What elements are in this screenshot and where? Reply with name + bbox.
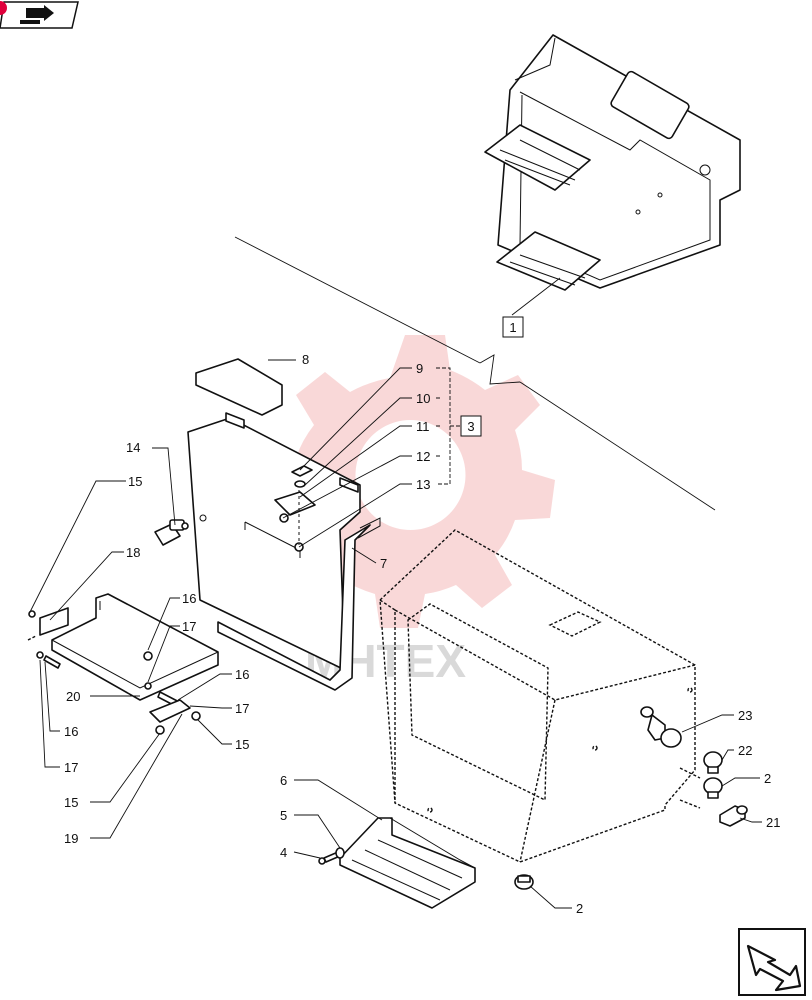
callout-12: 12 xyxy=(416,449,430,464)
step-box-assembly xyxy=(484,34,741,291)
assembly-1-label: 1 xyxy=(509,320,516,335)
callout-15c: 15 xyxy=(64,795,78,810)
assembly-3-box xyxy=(460,415,482,437)
callout-8: 8 xyxy=(302,352,309,367)
callout-17a: 17 xyxy=(182,619,196,634)
callout-7: 7 xyxy=(380,556,387,571)
fuel-tank-outline xyxy=(379,529,696,863)
callout-22: 22 xyxy=(738,743,752,758)
callout-17c: 17 xyxy=(64,760,78,775)
callout-23: 23 xyxy=(738,708,752,723)
part-23-filler-cap xyxy=(640,706,682,748)
assembly-3-label: 3 xyxy=(467,419,474,434)
part-6-step xyxy=(339,817,476,909)
section-divider xyxy=(234,236,716,511)
part-20-bracket xyxy=(28,593,219,735)
callout-9: 9 xyxy=(416,361,423,376)
page-forward-icon[interactable] xyxy=(0,1,79,29)
callout-16b: 16 xyxy=(235,667,249,682)
part-7-cover-panel xyxy=(187,412,381,691)
callout-15a: 15 xyxy=(128,474,142,489)
callout-21: 21 xyxy=(766,815,780,830)
callout-4: 4 xyxy=(280,845,287,860)
part-2-drain-plug-lower xyxy=(514,874,534,890)
part-22-fitting xyxy=(703,751,723,774)
callout-13: 13 xyxy=(416,477,430,492)
callout-2a: 2 xyxy=(764,771,771,786)
callout-20: 20 xyxy=(66,689,80,704)
callout-15b: 15 xyxy=(235,737,249,752)
next-page-arrow-icon[interactable] xyxy=(738,928,806,996)
assembly-1-box xyxy=(502,316,524,338)
callout-16c: 16 xyxy=(64,724,78,739)
callout-18: 18 xyxy=(126,545,140,560)
callout-5: 5 xyxy=(280,808,287,823)
callout-19: 19 xyxy=(64,831,78,846)
part-14-latch xyxy=(154,519,189,546)
callout-6: 6 xyxy=(280,773,287,788)
part-8-plate xyxy=(195,358,283,416)
callout-11: 11 xyxy=(416,419,430,434)
part-21-elbow xyxy=(719,805,748,827)
callout-17b: 17 xyxy=(235,701,249,716)
callout-16a: 16 xyxy=(182,591,196,606)
callout-10: 10 xyxy=(416,391,430,406)
callout-2b: 2 xyxy=(576,901,583,916)
callout-14: 14 xyxy=(126,440,140,455)
part-5-washer xyxy=(335,847,345,859)
part-2-drain-plug-upper xyxy=(703,777,723,799)
latch-hardware xyxy=(274,465,316,552)
